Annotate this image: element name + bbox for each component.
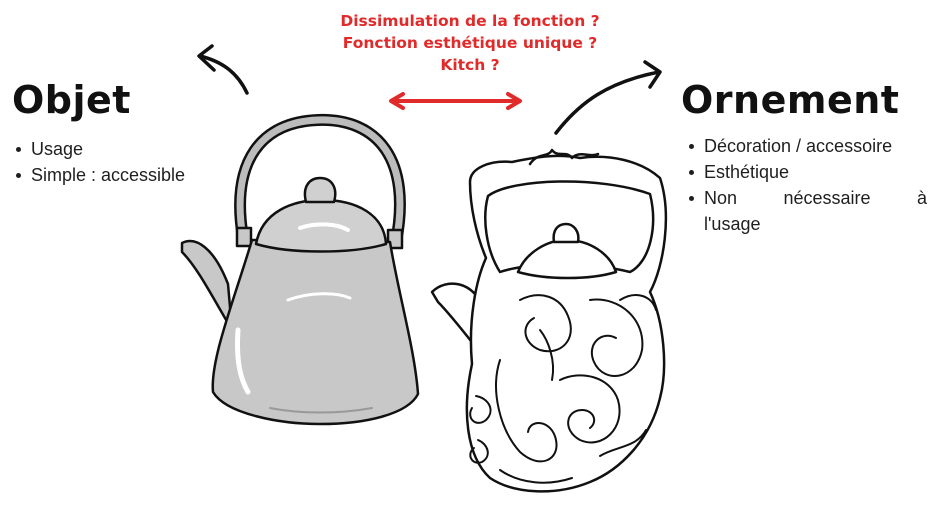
objet-list: Usage Simple : accessible <box>14 136 234 188</box>
objet-item-usage: Usage <box>14 136 234 162</box>
question-esthetique: Fonction esthétique unique ? <box>290 32 650 54</box>
curved-arrow-up-left-icon <box>199 46 247 93</box>
ornement-item-decoration: Décoration / accessoire <box>687 133 927 159</box>
word-non: Non <box>704 185 737 211</box>
question-dissimulation: Dissimulation de la fonction ? <box>290 10 650 32</box>
ornement-item-words: Non nécessaire à <box>704 185 927 211</box>
double-arrow-icon <box>391 94 520 108</box>
word-a: à <box>917 185 927 211</box>
ornement-item-non-necessaire: Non nécessaire à l'usage <box>687 185 927 237</box>
ornement-title: Ornement <box>681 78 899 122</box>
objet-item-simple: Simple : accessible <box>14 162 234 188</box>
ornement-list: Décoration / accessoire Esthétique Non n… <box>687 133 927 237</box>
ornate-teapot-illustration <box>432 150 666 491</box>
question-kitch: Kitch ? <box>290 54 650 76</box>
word-necessaire: nécessaire <box>783 185 870 211</box>
word-usage: l'usage <box>704 211 927 237</box>
ornement-item-esthetique: Esthétique <box>687 159 927 185</box>
objet-title: Objet <box>12 78 131 122</box>
question-list: Dissimulation de la fonction ? Fonction … <box>290 10 650 76</box>
